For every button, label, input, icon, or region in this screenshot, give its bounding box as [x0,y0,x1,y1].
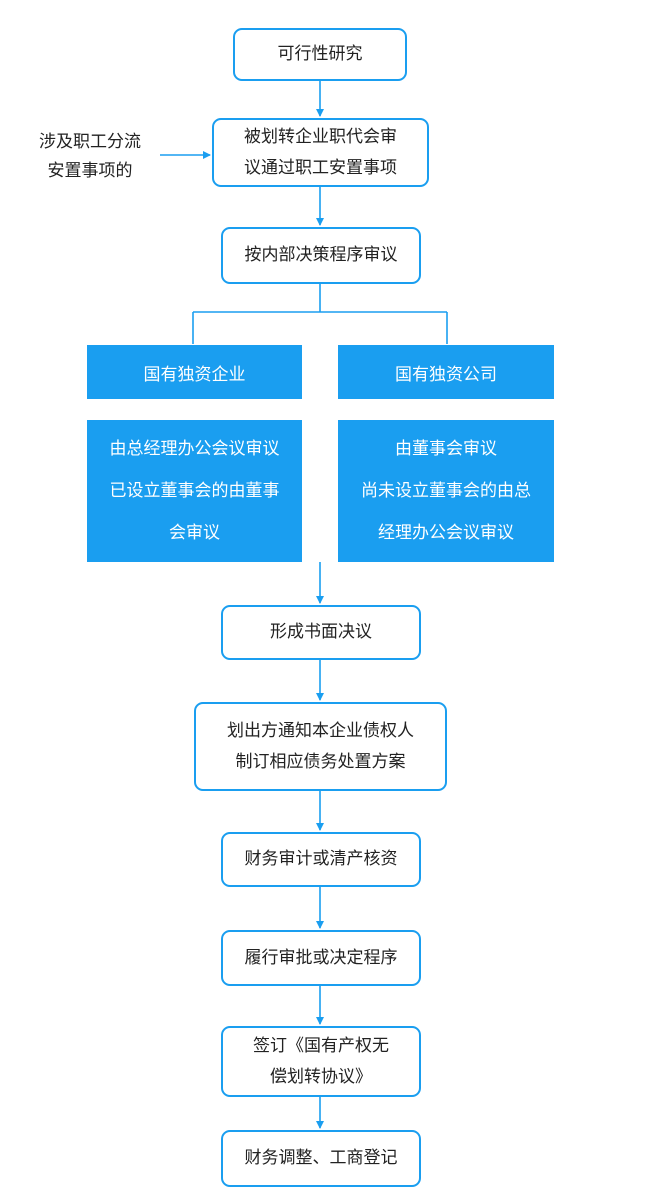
branch-right-detail-line-3: 经理办公会议审议 [378,523,514,543]
branch-left-detail-line-1: 由总经理办公会议审议 [109,439,280,459]
step-approval: 履行审批或决定程序 [221,930,421,986]
step-creditor-notice-line-2: 制订相应债务处置方案 [235,751,406,772]
branch-left-title: 国有独资企业 [87,345,302,399]
step-registration: 财务调整、工商登记 [221,1130,421,1187]
step-internal-review: 按内部决策程序审议 [221,227,421,284]
branch-left-detail-line-3: 会审议 [169,523,220,543]
branch-left-detail-line-2: 已设立董事会的由董事 [109,481,280,501]
side-note: 涉及职工分流 安置事项的 [20,128,160,186]
step-audit-label: 财务审计或清产核资 [244,849,398,869]
step-staff-congress-line-1: 被划转企业职代会审 [244,126,397,147]
step-creditor-notice: 划出方通知本企业债权人 制订相应债务处置方案 [194,702,447,791]
step-staff-congress-line-2: 议通过职工安置事项 [244,157,397,178]
step-registration-label: 财务调整、工商登记 [244,1148,398,1168]
step-creditor-notice-line-1: 划出方通知本企业债权人 [227,720,414,741]
step-feasibility-label: 可行性研究 [277,44,363,64]
step-agreement: 签订《国有产权无 偿划转协议》 [221,1026,421,1097]
step-staff-congress: 被划转企业职代会审 议通过职工安置事项 [212,118,429,187]
branch-left-detail: 由总经理办公会议审议 已设立董事会的由董事 会审议 [87,420,302,562]
step-written-resolution-label: 形成书面决议 [270,622,372,642]
step-agreement-line-1: 签订《国有产权无 [253,1035,389,1056]
branch-left-title-label: 国有独资企业 [143,364,246,385]
step-agreement-line-2: 偿划转协议》 [270,1066,372,1087]
step-audit: 财务审计或清产核资 [221,832,421,887]
step-written-resolution: 形成书面决议 [221,605,421,660]
step-feasibility: 可行性研究 [233,28,407,81]
step-internal-review-label: 按内部决策程序审议 [244,245,398,265]
branch-right-title-label: 国有独资公司 [395,364,497,385]
branch-right-detail: 由董事会审议 尚未设立董事会的由总 经理办公会议审议 [338,420,554,562]
branch-right-detail-line-2: 尚未设立董事会的由总 [361,481,531,501]
step-approval-label: 履行审批或决定程序 [244,947,398,968]
branch-right-title: 国有独资公司 [338,345,554,399]
side-note-line-2: 安置事项的 [47,161,133,181]
branch-right-detail-line-1: 由董事会审议 [395,439,497,459]
side-note-line-1: 涉及职工分流 [39,132,141,152]
